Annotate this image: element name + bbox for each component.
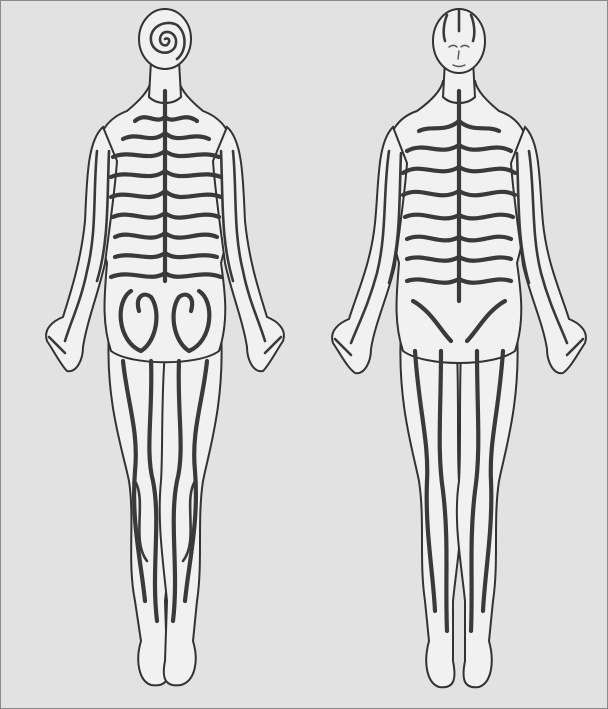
female-figure-front-icon: [321, 1, 601, 708]
figure-front-drawing: [321, 1, 601, 708]
figure-back-drawing: [31, 1, 301, 708]
female-figure-back-icon: [31, 1, 301, 708]
